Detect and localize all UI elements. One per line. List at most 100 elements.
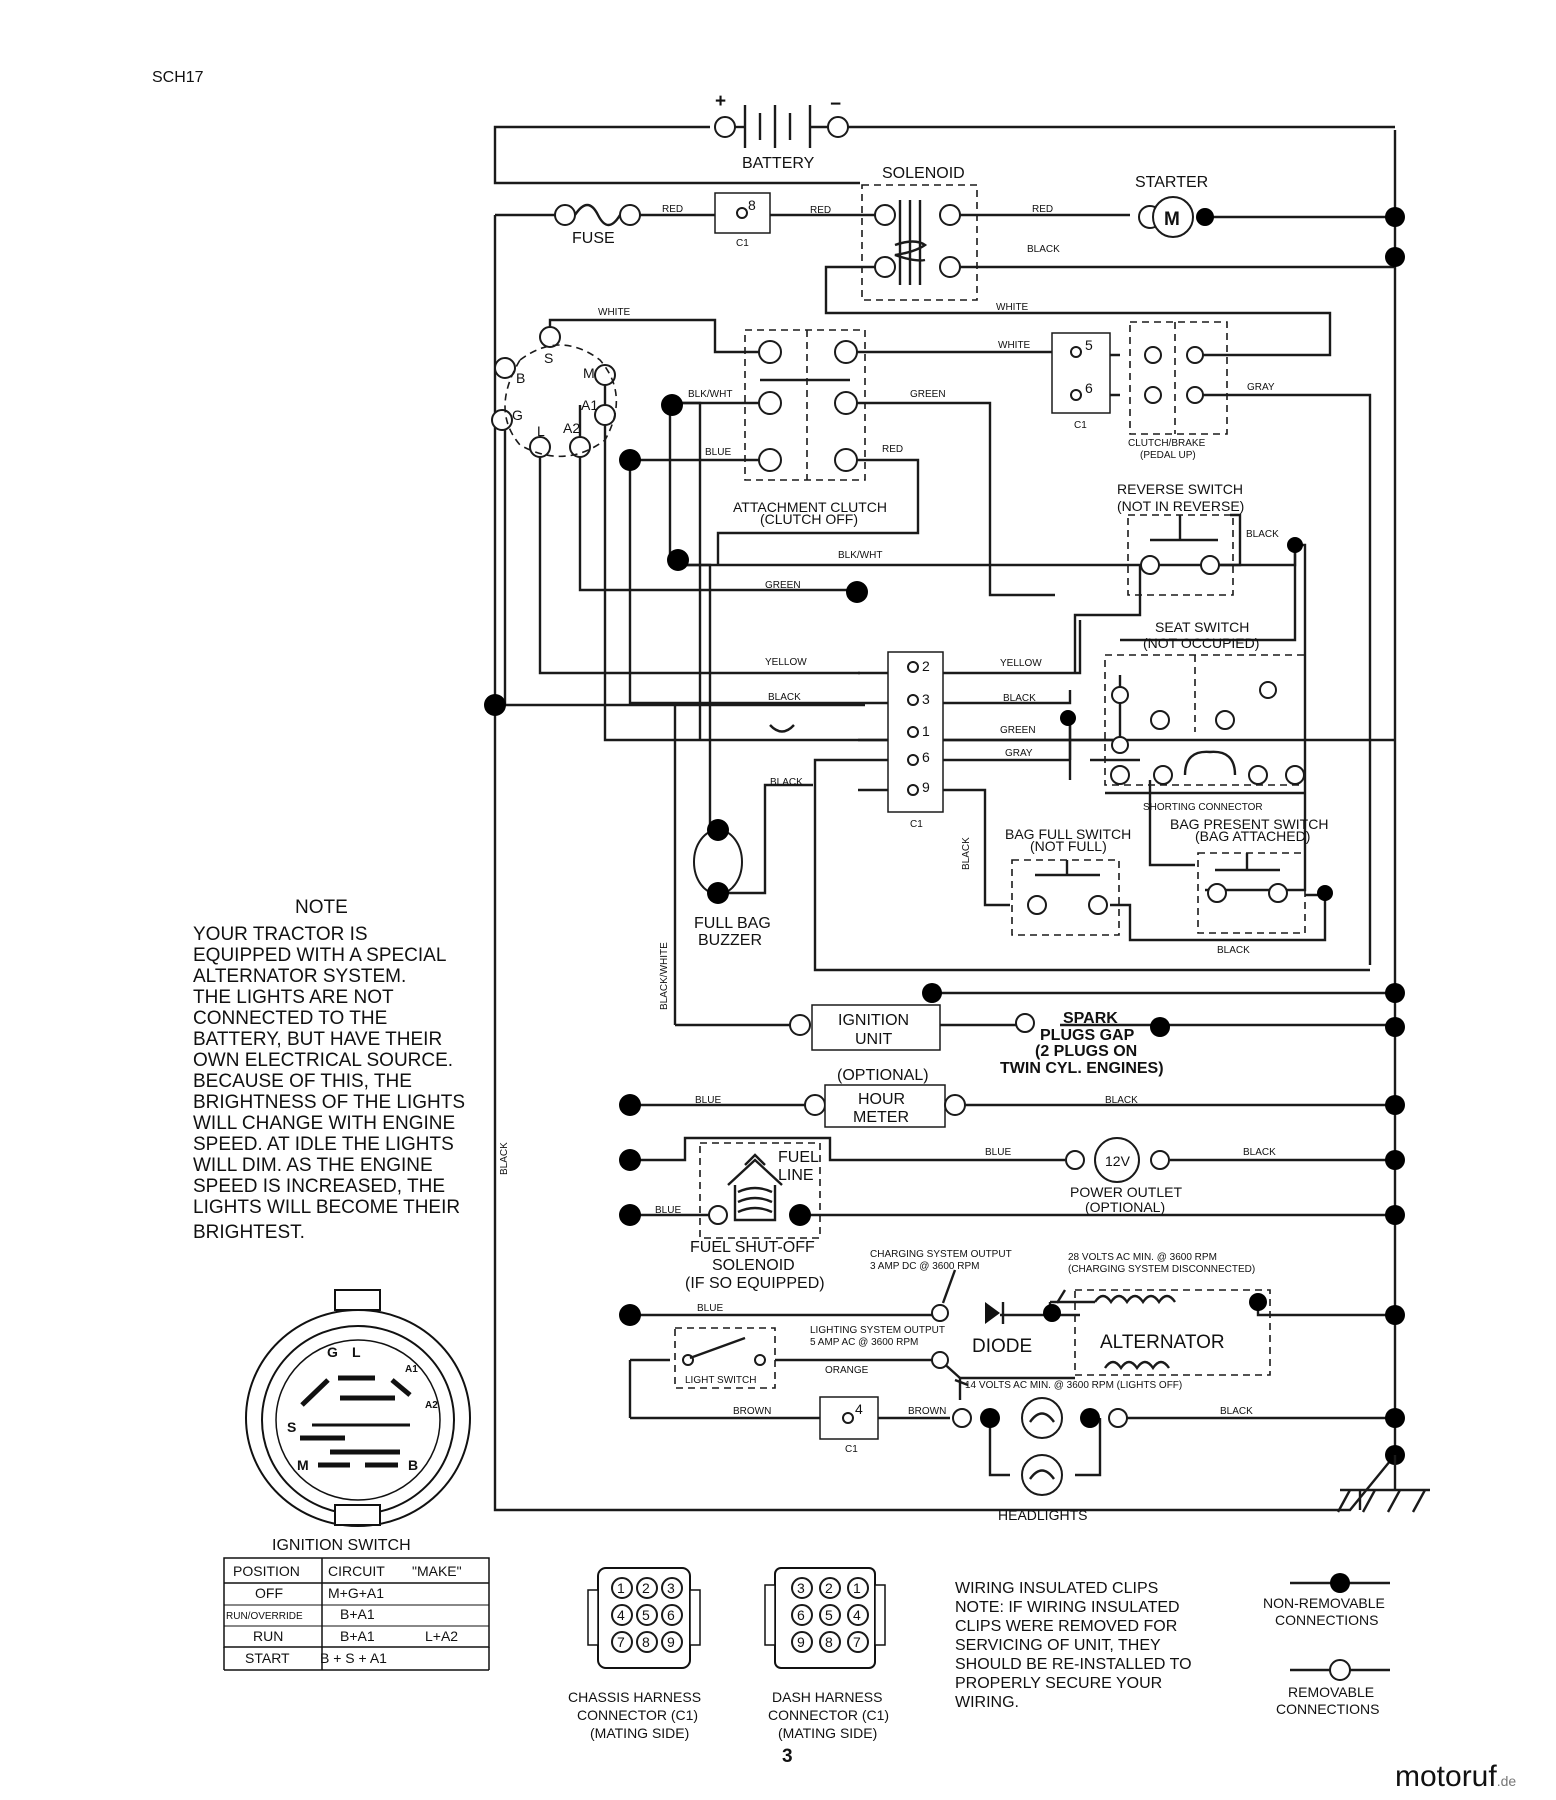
- note-line-8: BECAUSE OF THIS, THE: [193, 1071, 412, 1092]
- connector-c1-main-block: 2 3 1 6 9 C1 YELLOW BLACK BLACK YELLOW B…: [484, 651, 1076, 830]
- battery-label: BATTERY: [742, 155, 815, 172]
- pin-6-label: 6: [1085, 380, 1093, 396]
- row-runov-circuit: B+A1: [340, 1606, 375, 1622]
- terminal-a2: A2: [563, 420, 580, 436]
- dash-harness-connector: 3 2 1 6 5 4 9 8 7 DASH HARNESS CONNECTOR…: [764, 1567, 889, 1741]
- battery-plus: +: [715, 91, 726, 112]
- fuse: FUSE RED: [554, 203, 683, 247]
- wire-label-blue-fuel: BLUE: [655, 1205, 681, 1216]
- face-l: L: [352, 1344, 361, 1360]
- wire-label-black-bag: BLACK: [1217, 945, 1250, 956]
- reverse-switch-sub: (NOT IN REVERSE): [1117, 498, 1244, 514]
- battery: + − BATTERY: [714, 91, 849, 172]
- face-a2: A2: [425, 1400, 438, 1411]
- wire-label-black-vert: BLACK: [961, 837, 972, 870]
- power-outlet-1: POWER OUTLET: [1070, 1184, 1182, 1200]
- table-header-circuit: CIRCUIT: [328, 1563, 385, 1579]
- wire-label-white-2: WHITE: [598, 307, 631, 318]
- lighting-output-2: 5 AMP AC @ 3600 RPM: [810, 1337, 918, 1348]
- note-line-11: SPEED. AT IDLE THE LIGHTS: [193, 1134, 454, 1155]
- clutch-brake-label: CLUTCH/BRAKE: [1128, 438, 1206, 449]
- wire-label-black-outlet: BLACK: [1243, 1147, 1276, 1158]
- pin-8-label: 8: [748, 197, 756, 213]
- wire-label-red-2: RED: [810, 205, 831, 216]
- wire-label-black-left: BLACK: [499, 1142, 510, 1175]
- clips-line-7: WIRING.: [955, 1694, 1019, 1711]
- row-start-circuit: B + S + A1: [320, 1650, 387, 1666]
- wire-label-white-3: WHITE: [998, 340, 1031, 351]
- dash-caption-3: (MATING SIDE): [778, 1725, 877, 1741]
- diode-label: DIODE: [972, 1336, 1032, 1357]
- fuel-shutoff-and-outlet: FUEL LINE FUEL SHUT-OFF SOLENOID (IF SO …: [619, 1137, 1405, 1292]
- row-run-circuit: B+A1: [340, 1628, 375, 1644]
- wire-label-gray-1: GRAY: [1247, 382, 1275, 393]
- buzzer-label-1: FULL BAG: [694, 915, 771, 932]
- face-b: B: [408, 1457, 418, 1473]
- volts-28-1: 28 VOLTS AC MIN. @ 3600 RPM: [1068, 1252, 1217, 1263]
- seat-switch: SEAT SWITCH (NOT OCCUPIED) SHORTING CONN…: [1104, 619, 1306, 813]
- wire-label-black-hm: BLACK: [1105, 1095, 1138, 1106]
- hour-meter-label-1: HOUR: [858, 1091, 905, 1108]
- note-line-14: LIGHTS WILL BECOME THEIR: [193, 1197, 460, 1218]
- fuse-label: FUSE: [572, 230, 615, 247]
- charging-output-2: 3 AMP DC @ 3600 RPM: [870, 1261, 979, 1272]
- chassis-pin-9: 9: [667, 1634, 675, 1650]
- hour-meter: (OPTIONAL) HOUR METER BLUE BLACK: [619, 1067, 1405, 1128]
- fuel-line-1: FUEL: [778, 1149, 819, 1166]
- clutch-brake-sub: (PEDAL UP): [1140, 450, 1196, 461]
- note-line-9: BRIGHTNESS OF THE LIGHTS: [193, 1092, 465, 1113]
- note-line-3: ALTERNATOR SYSTEM.: [193, 966, 406, 987]
- spark-label-3: (2 PLUGS ON: [1035, 1043, 1137, 1060]
- dash-pin-2: 2: [825, 1580, 833, 1596]
- watermark-text: motoruf: [1395, 1760, 1497, 1793]
- note-line-2: EQUIPPED WITH A SPECIAL: [193, 945, 446, 966]
- fuel-shutoff-2: SOLENOID: [712, 1257, 795, 1274]
- pin-1-label: 1: [922, 723, 930, 739]
- chassis-pin-3: 3: [667, 1580, 675, 1596]
- pin-4-label: 4: [855, 1401, 863, 1417]
- main-wiring: [493, 125, 1397, 1512]
- wire-label-red-1: RED: [662, 204, 683, 215]
- terminal-g: G: [512, 407, 523, 423]
- attachment-clutch: ATTACHMENT CLUTCH (CLUTCH OFF) BLK/WHT B…: [619, 329, 1031, 527]
- pin-2-label: 2: [922, 658, 930, 674]
- note-line-13: SPEED IS INCREASED, THE: [193, 1176, 445, 1197]
- table-header-make: "MAKE": [412, 1563, 462, 1579]
- reverse-switch-label: REVERSE SWITCH: [1117, 481, 1243, 497]
- legend-removable-1: REMOVABLE: [1288, 1684, 1374, 1700]
- clips-line-2: NOTE: IF WIRING INSULATED: [955, 1599, 1180, 1616]
- wire-label-gray-2: GRAY: [1005, 748, 1033, 759]
- terminal-l: L: [537, 423, 545, 439]
- note-line-1: YOUR TRACTOR IS: [193, 924, 368, 945]
- svg-text:motoruf.de: motoruf.de: [1395, 1760, 1516, 1793]
- starter-label: STARTER: [1135, 174, 1208, 191]
- note-line-7: OWN ELECTRICAL SOURCE.: [193, 1050, 453, 1071]
- watermark-logo: motoruf.de: [1395, 1760, 1516, 1793]
- wire-label-black-c1: BLACK: [768, 692, 801, 703]
- fuel-line-2: LINE: [778, 1167, 814, 1184]
- wire-label-black-starter: BLACK: [1027, 244, 1060, 255]
- shorting-connector-label: SHORTING CONNECTOR: [1143, 802, 1263, 813]
- bag-full-switch-sub: (NOT FULL): [1030, 838, 1107, 854]
- dash-caption-1: DASH HARNESS: [772, 1689, 882, 1705]
- attachment-clutch-sub: (CLUTCH OFF): [760, 511, 858, 527]
- legend-removable-2: CONNECTIONS: [1276, 1701, 1379, 1717]
- chassis-pin-7: 7: [617, 1634, 625, 1650]
- ignition-unit-label-1: IGNITION: [838, 1012, 909, 1029]
- wire-label-red-4: RED: [882, 444, 903, 455]
- watermark-suffix: .de: [1497, 1773, 1517, 1789]
- wire-label-blue-hm: BLUE: [695, 1095, 721, 1106]
- fuel-shutoff-1: FUEL SHUT-OFF: [690, 1239, 815, 1256]
- hour-meter-label-2: METER: [853, 1109, 909, 1126]
- alternator-note: NOTE YOUR TRACTOR IS EQUIPPED WITH A SPE…: [193, 897, 465, 1243]
- bag-present-switch: BAG PRESENT SWITCH (BAG ATTACHED) BLACK: [1170, 816, 1333, 956]
- dash-pin-8: 8: [825, 1634, 833, 1650]
- chassis-pin-6: 6: [667, 1607, 675, 1623]
- charging-system: CHARGING SYSTEM OUTPUT 3 AMP DC @ 3600 R…: [619, 1249, 1405, 1376]
- ignition-unit-label-2: UNIT: [855, 1031, 893, 1048]
- terminal-s: S: [544, 350, 553, 366]
- row-off-position: OFF: [255, 1585, 283, 1601]
- table-header-position: POSITION: [233, 1563, 300, 1579]
- wire-label-green-2: GREEN: [765, 580, 801, 591]
